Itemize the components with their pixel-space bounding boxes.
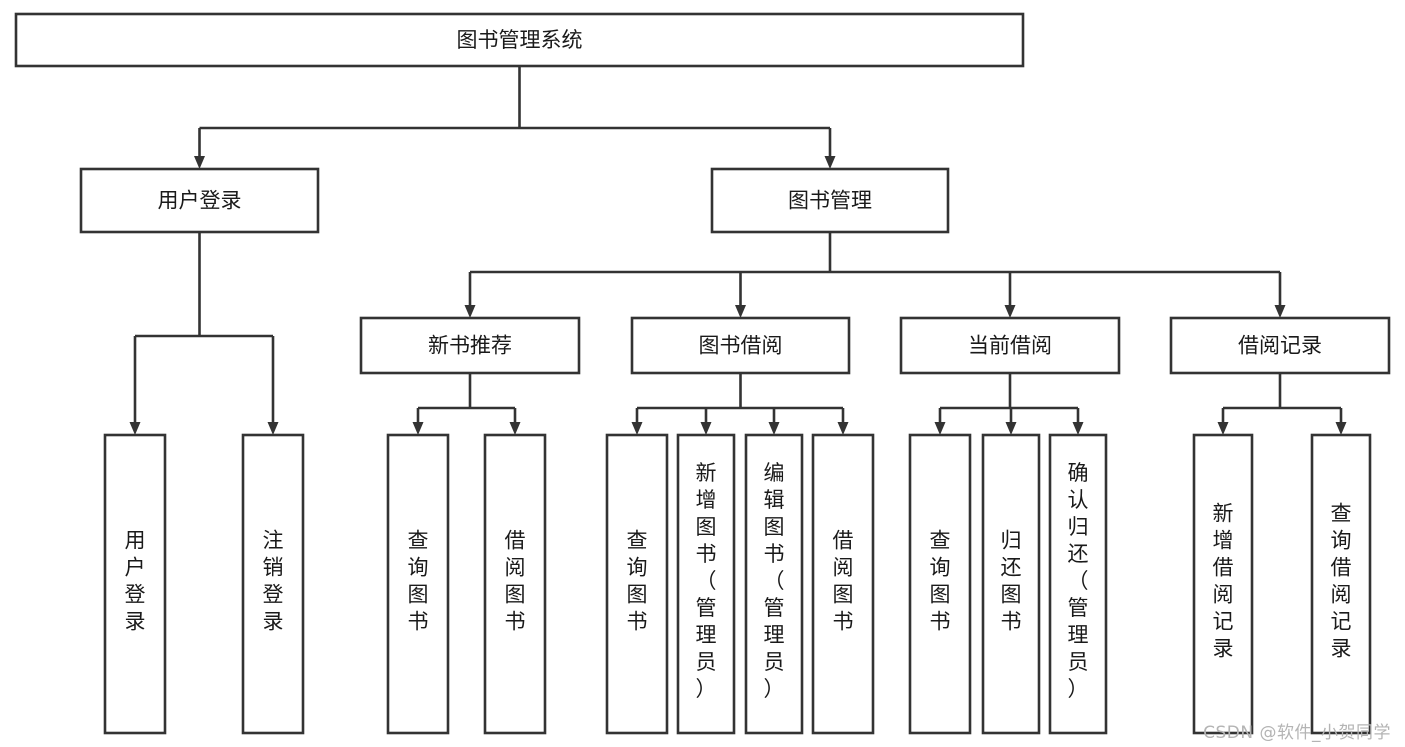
node-leaf-edit-book[interactable]: 编辑图书（管理员） [744, 433, 804, 735]
arrow-head-icon [700, 422, 712, 435]
node-label-vertical: 编辑图书（管理员） [764, 461, 785, 701]
node-label-vertical: 确认归还（管理员） [1068, 461, 1089, 701]
node-leaf-borrow-book-1[interactable]: 借阅图书 [483, 433, 547, 735]
node-label-vertical: 查询图书 [930, 529, 951, 634]
arrow-head-icon [194, 156, 205, 169]
node-box-shape [103, 433, 167, 735]
node-leaf-query-record[interactable]: 查询借阅记录 [1310, 433, 1372, 735]
arrow-head-icon [1004, 305, 1016, 318]
node-label-vertical: 归还图书 [1001, 529, 1022, 634]
node-box-shape [811, 433, 875, 735]
node-box-shape [79, 167, 320, 234]
arrow-head-icon [1072, 422, 1084, 435]
node-box-shape [676, 433, 736, 735]
arrow-head-icon [1217, 422, 1229, 435]
node-box-shape [1048, 433, 1108, 735]
arrow-head-icon [1005, 422, 1017, 435]
node-box-shape [14, 12, 1025, 68]
node-label: 新书推荐 [428, 334, 512, 358]
arrow-head-icon [1274, 305, 1286, 318]
node-leaf-query-book-3[interactable]: 查询图书 [908, 433, 972, 735]
arrow-head-icon [509, 422, 521, 435]
node-box-shape [386, 433, 450, 735]
node-box-shape [359, 316, 581, 375]
node-box-shape [710, 167, 950, 234]
node-label-vertical: 查询借阅记录 [1331, 502, 1352, 661]
node-label: 图书管理 [788, 189, 872, 213]
arrow-head-icon [412, 422, 424, 435]
node-label-vertical: 借阅图书 [833, 529, 854, 634]
node-label-vertical: 借阅图书 [505, 529, 526, 634]
arrow-head-icon [464, 305, 476, 318]
node-label-vertical: 查询图书 [408, 529, 429, 634]
connector-layer [129, 66, 1347, 435]
arrow-head-icon [768, 422, 780, 435]
node-leaf-return-book[interactable]: 归还图书 [981, 433, 1041, 735]
arrow-head-icon [129, 422, 141, 435]
arrow-head-icon [1335, 422, 1347, 435]
node-box-shape [899, 316, 1121, 375]
node-label-vertical: 新增图书（管理员） [696, 461, 717, 701]
arrow-head-icon [824, 156, 836, 169]
node-label: 图书借阅 [699, 334, 783, 358]
node-label: 当前借阅 [968, 334, 1052, 358]
node-current-borrow[interactable]: 当前借阅 [899, 316, 1121, 375]
node-label-vertical: 注销登录 [263, 529, 284, 634]
arrow-head-icon [631, 422, 643, 435]
csdn-watermark: CSDN @软件_小贺同学 [1203, 723, 1391, 743]
node-label: 用户登录 [158, 189, 242, 213]
node-box-shape [1310, 433, 1372, 735]
node-box-shape [981, 433, 1041, 735]
node-box-shape [744, 433, 804, 735]
node-user-login[interactable]: 用户登录 [79, 167, 320, 234]
node-box-shape [1192, 433, 1254, 735]
node-box-shape [605, 433, 669, 735]
arrow-head-icon [735, 305, 746, 318]
node-leaf-logout[interactable]: 注销登录 [241, 433, 305, 735]
node-label: 图书管理系统 [457, 28, 583, 52]
node-leaf-query-book-1[interactable]: 查询图书 [386, 433, 450, 735]
node-book-borrow[interactable]: 图书借阅 [630, 316, 851, 375]
arrow-head-icon [837, 422, 849, 435]
node-label: 借阅记录 [1238, 334, 1322, 358]
node-box-shape [483, 433, 547, 735]
node-box-shape [908, 433, 972, 735]
node-box-shape [630, 316, 851, 375]
node-borrow-record[interactable]: 借阅记录 [1169, 316, 1391, 375]
arrow-head-icon [267, 422, 279, 435]
node-leaf-query-book-2[interactable]: 查询图书 [605, 433, 669, 735]
node-box-shape [1169, 316, 1391, 375]
node-layer: 图书管理系统用户登录图书管理新书推荐图书借阅当前借阅借阅记录用户登录注销登录查询… [14, 12, 1391, 735]
node-book-manage[interactable]: 图书管理 [710, 167, 950, 234]
node-label-vertical: 查询图书 [627, 529, 648, 634]
node-new-book-rec[interactable]: 新书推荐 [359, 316, 581, 375]
node-leaf-borrow-book-2[interactable]: 借阅图书 [811, 433, 875, 735]
node-leaf-add-record[interactable]: 新增借阅记录 [1192, 433, 1254, 735]
node-box-shape [241, 433, 305, 735]
node-leaf-add-book[interactable]: 新增图书（管理员） [676, 433, 736, 735]
node-leaf-confirm-return[interactable]: 确认归还（管理员） [1048, 433, 1108, 735]
node-root-图书管理系统[interactable]: 图书管理系统 [14, 12, 1025, 68]
arrow-head-icon [934, 422, 946, 435]
node-leaf-user-login[interactable]: 用户登录 [103, 433, 167, 735]
node-label-vertical: 新增借阅记录 [1213, 502, 1234, 661]
node-label-vertical: 用户登录 [125, 529, 146, 634]
